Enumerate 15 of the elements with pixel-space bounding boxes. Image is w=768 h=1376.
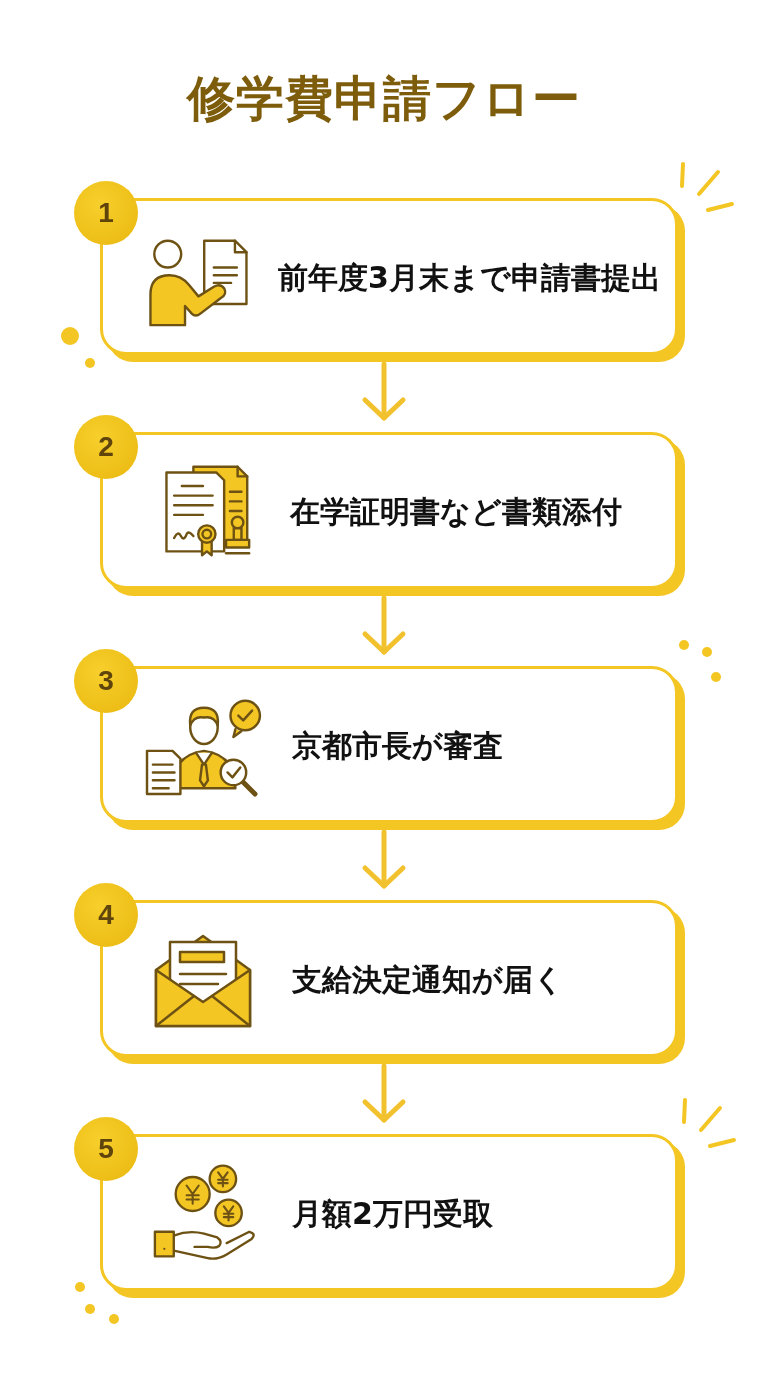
step-text: 京都市長が審査 [292,727,503,765]
step-number: 5 [74,1117,138,1181]
step-number: 3 [74,649,138,713]
step-number: 1 [74,181,138,245]
arrow [362,361,406,421]
arrow [362,595,406,655]
arrow [362,1063,406,1123]
step-text: 前年度3月末まで申請書提出 [278,259,661,297]
step-number: 2 [74,415,138,479]
arrow [362,829,406,889]
step-text: 支給決定通知が届く [292,961,564,999]
step-text: 月額2万円受取 [292,1195,493,1233]
step-number: 4 [74,883,138,947]
diagram-title: 修学費申請フロー [187,70,581,128]
step-text: 在学証明書など書類添付 [290,493,622,531]
